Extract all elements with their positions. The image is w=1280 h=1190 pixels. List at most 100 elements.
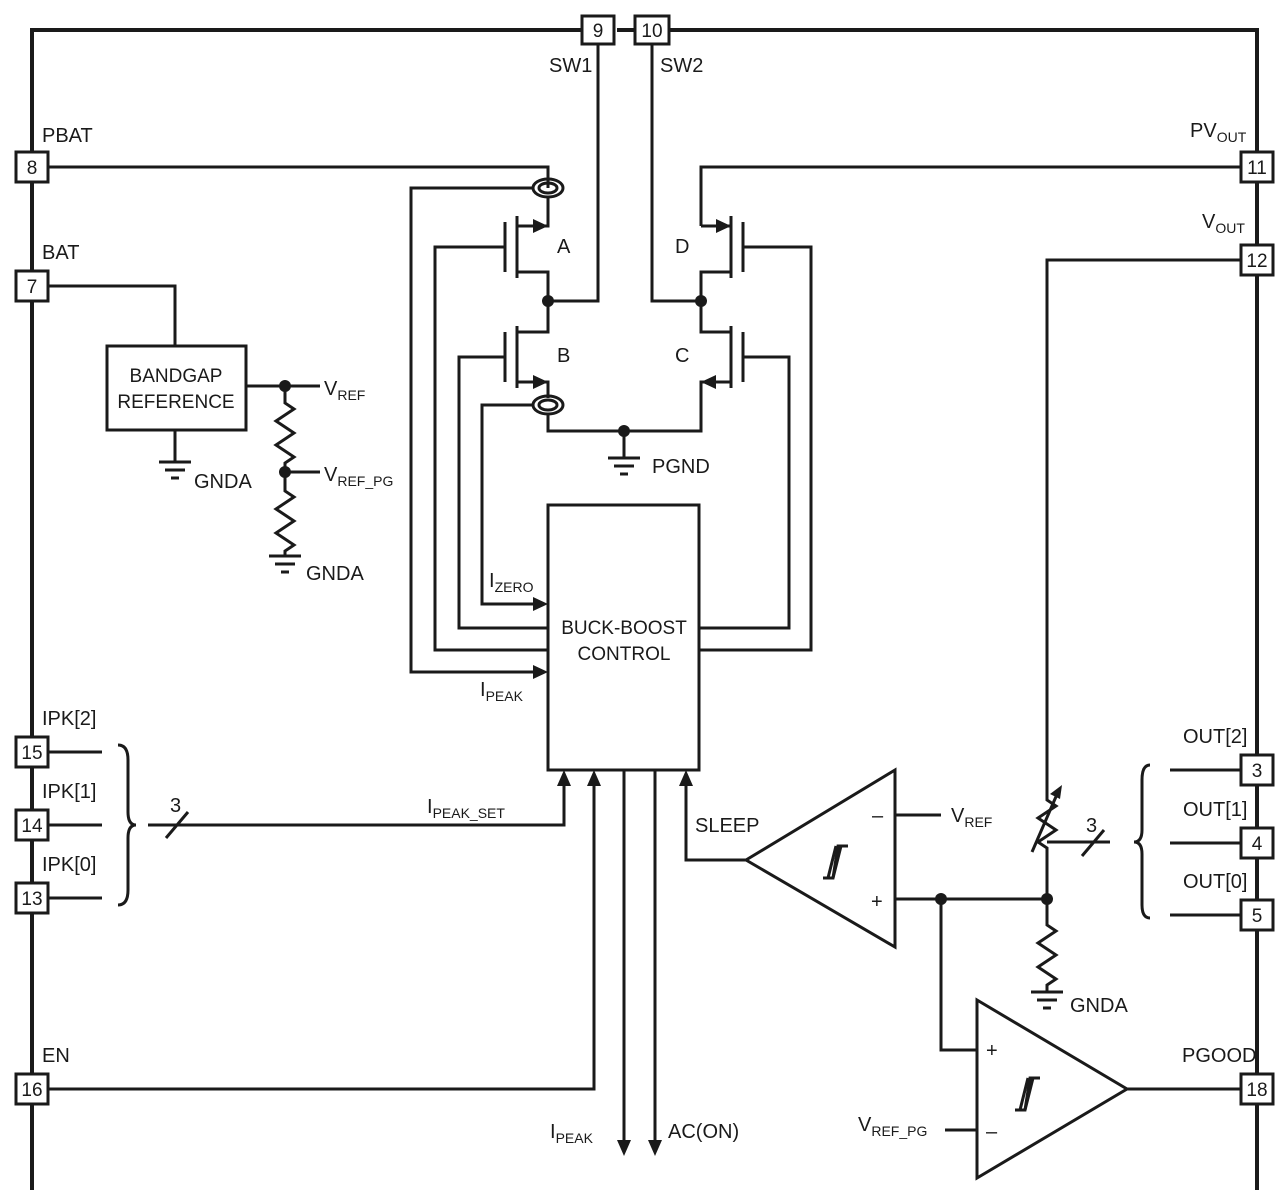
sleep-label: SLEEP — [695, 815, 759, 837]
izero-arrow — [533, 597, 548, 611]
pbat-wire — [48, 165, 550, 188]
ipk-pin-stubs — [48, 750, 102, 900]
gnda-vout-label: GNDA — [1070, 995, 1128, 1017]
pin-en-number: 16 — [21, 1080, 42, 1101]
ground-icon — [159, 460, 191, 480]
ipk-bus-brace — [117, 743, 137, 907]
ipeak-set-label: IPEAK_SET — [427, 796, 505, 821]
out-bus-brace — [1133, 763, 1151, 920]
gate-a-wire — [433, 245, 548, 652]
pgood-plus-wire — [939, 899, 977, 1052]
ground-icon — [269, 554, 301, 574]
switch-d-transistor — [699, 216, 745, 301]
resistor-icon — [273, 472, 297, 556]
pin-sw1: 9 — [580, 14, 616, 46]
sw1-label: SW1 — [549, 55, 592, 77]
pgood-comparator — [975, 997, 1130, 1181]
pin-ipk1-number: 14 — [21, 816, 43, 837]
bus-slash-out — [1080, 829, 1106, 857]
hysteresis-icon — [826, 845, 843, 879]
gate-c-wire — [699, 355, 791, 630]
vref-pg-label: VREF_PG — [324, 464, 393, 489]
out0-label: OUT[0] — [1183, 871, 1247, 893]
switch-b-transistor — [503, 301, 550, 398]
en-label: EN — [42, 1045, 70, 1067]
switch-a-source — [517, 197, 550, 228]
pin-en: 16 — [14, 1072, 50, 1106]
pgnd-wire — [546, 384, 703, 433]
pin-out0-number: 5 — [1252, 906, 1263, 927]
pgood-label: PGOOD — [1182, 1045, 1256, 1067]
vref-label: VREF — [324, 378, 365, 403]
pin-out2-number: 3 — [1252, 761, 1263, 782]
pin-bat-number: 7 — [27, 277, 38, 298]
switch-c-transistor — [699, 301, 745, 389]
control-line1: BUCK-BOOST — [561, 618, 687, 639]
resistor-icon — [273, 386, 297, 472]
ac-on-label: AC(ON) — [668, 1121, 739, 1143]
ipk0-label: IPK[0] — [42, 854, 96, 876]
pin-vout: 12 — [1239, 243, 1275, 277]
potentiometer-icon — [1030, 785, 1062, 899]
bandgap-block — [105, 344, 248, 432]
pvout-wire — [699, 165, 1241, 226]
bandgap-line1: BANDGAP — [130, 366, 223, 387]
bat-label: BAT — [42, 242, 79, 264]
ground-icon — [1031, 990, 1063, 1010]
out1-label: OUT[1] — [1183, 799, 1247, 821]
pin-pvout: 11 — [1239, 150, 1275, 184]
ac-on-arrow — [648, 1140, 662, 1156]
bus-width-ipk: 3 — [170, 795, 181, 817]
en-arrow — [587, 770, 601, 786]
gnda-divider-label: GNDA — [306, 563, 364, 585]
chip-outline — [30, 28, 1259, 1190]
pin-pbat: 8 — [14, 150, 50, 184]
pin-sw2: 10 — [633, 14, 671, 46]
pin-pvout-number: 11 — [1247, 158, 1267, 179]
switch-a-transistor — [503, 216, 550, 301]
pin-out1: 4 — [1239, 826, 1275, 860]
sleep-comparator — [743, 767, 897, 950]
pgood-cmp-plus: + — [986, 1040, 998, 1062]
pvout-label: PVOUT — [1190, 120, 1247, 145]
sw2-label: SW2 — [660, 55, 703, 77]
switch-b-label: B — [557, 345, 570, 367]
pin-out0: 5 — [1239, 898, 1275, 932]
pin-pgood-number: 18 — [1246, 1080, 1267, 1101]
sleep-cmp-minus: – — [872, 805, 884, 827]
resistor-icon — [1035, 899, 1059, 992]
pin-bat: 7 — [14, 269, 50, 303]
sleep-wire — [684, 778, 746, 862]
ipk2-label: IPK[2] — [42, 708, 96, 730]
vout-wire — [1045, 258, 1241, 790]
sw2-wire — [650, 44, 701, 303]
sleep-cmp-plus: + — [871, 891, 883, 913]
pgnd-label: PGND — [652, 456, 710, 478]
bandgap-line2: REFERENCE — [117, 392, 234, 413]
pin-ipk0: 13 — [14, 881, 50, 915]
switch-a-label: A — [557, 236, 571, 258]
ipeak-label: IPEAK — [480, 679, 524, 704]
pin-sw1-number: 9 — [593, 21, 604, 42]
ipeak-out-arrow — [617, 1140, 631, 1156]
sleep-arrow — [679, 770, 693, 786]
ipeak-out-label: IPEAK — [550, 1121, 594, 1146]
switch-d-label: D — [675, 236, 689, 258]
en-wire — [48, 778, 596, 1091]
pin-out2: 3 — [1239, 753, 1275, 787]
ipeak-set-wire — [148, 778, 566, 827]
ipk1-label: IPK[1] — [42, 781, 96, 803]
bus-width-out: 3 — [1086, 815, 1097, 837]
bus-slash-ipk — [164, 811, 190, 839]
switch-c-label: C — [675, 345, 689, 367]
gnda-bandgap-label: GNDA — [194, 471, 252, 493]
pin-vout-number: 12 — [1246, 251, 1267, 272]
gate-d-wire — [699, 245, 813, 652]
control-line2: CONTROL — [578, 644, 671, 665]
ground-icon — [608, 456, 640, 476]
izero-label: IZERO — [489, 570, 534, 595]
ipeak-arrow — [533, 665, 548, 679]
pgood-cmp-minus: – — [986, 1121, 998, 1143]
pin-ipk2-number: 15 — [21, 743, 42, 764]
